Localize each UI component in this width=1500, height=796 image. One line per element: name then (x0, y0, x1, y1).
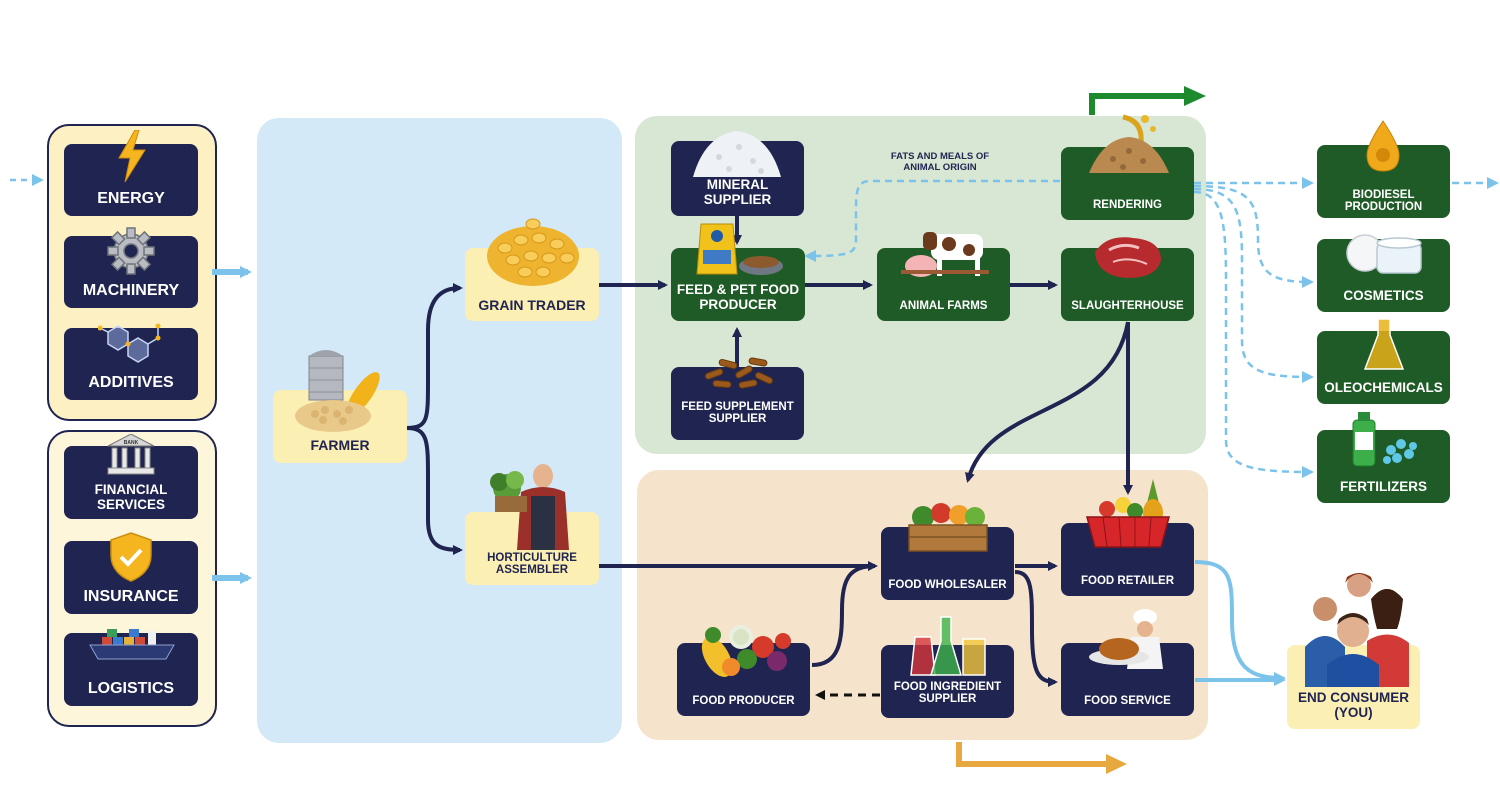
biodiesel-production-box: BIODIESEL PRODUCTION (1317, 120, 1450, 218)
food-wholesaler-box: FOOD WHOLESALER (881, 503, 1014, 600)
pet-food-bag-icon (696, 223, 783, 275)
energy-box: ENERGY (64, 130, 198, 216)
fertilizer-bottle-icon (1352, 412, 1417, 467)
farmer-box: FARMER (273, 350, 407, 463)
cargo-ship-icon (89, 629, 175, 660)
food-producer-box: FOOD PRODUCER (677, 625, 810, 716)
animal-farms-label: ANIMAL FARMS (899, 300, 988, 313)
additives-box: ADDITIVES (64, 323, 198, 400)
oil-drop-icon (1366, 120, 1400, 172)
machinery-box: MACHINERY (64, 227, 198, 308)
bank-sign-text: BANK (124, 440, 139, 446)
additives-label: ADDITIVES (88, 374, 174, 392)
food-producer-label: FOOD PRODUCER (692, 695, 795, 708)
cream-jar-icon (1346, 234, 1422, 274)
feed-pet-food-producer-box: FEED & PET FOOD PRODUCER (671, 223, 805, 321)
mineral-supplier-label: MINERAL SUPPLIER (703, 177, 772, 208)
food-service-label: FOOD SERVICE (1084, 695, 1171, 708)
food-service-box: FOOD SERVICE (1061, 609, 1194, 716)
insurance-label: INSURANCE (83, 588, 179, 606)
molecule-icon (98, 323, 161, 363)
shield-check-icon (110, 532, 152, 582)
raw-meat-icon (1095, 237, 1161, 278)
farmer-label: FARMER (310, 436, 370, 453)
logistics-label: LOGISTICS (87, 680, 175, 698)
chef-with-roast-icon (1089, 609, 1163, 669)
food-ingredient-supplier-box: FOOD INGREDIENT SUPPLIER (881, 616, 1014, 718)
grain-trader-label: GRAIN TRADER (478, 296, 586, 313)
oil-and-meal-icon (1089, 114, 1169, 173)
mineral-supplier-box: MINERAL SUPPLIER (671, 131, 804, 216)
food-retailer-box: FOOD RETAILER (1061, 479, 1194, 596)
slaughterhouse-label: SLAUGHTERHOUSE (1071, 300, 1184, 313)
energy-label: ENERGY (97, 190, 165, 208)
salt-pile-icon (693, 131, 781, 177)
feed-pet-food-producer-label: FEED & PET FOOD PRODUCER (676, 282, 800, 313)
lab-flasks-icon (910, 616, 986, 676)
fertilizers-label: FERTILIZERS (1340, 479, 1427, 495)
oleochemicals-label: OLEOCHEMICALS (1324, 380, 1443, 396)
logistics-box: LOGISTICS (64, 629, 198, 706)
cosmetics-label: COSMETICS (1343, 288, 1424, 304)
financial-services-box: BANK FINANCIAL SERVICES (64, 434, 198, 519)
end-consumer-box: END CONSUMER (YOU) (1287, 573, 1420, 729)
vegetable-assortment-icon (701, 625, 791, 677)
fats-and-meals-note: FATS AND MEALS OF ANIMAL ORIGIN (890, 151, 990, 173)
silo-with-soy-and-corn-icon (295, 350, 380, 432)
horticulture-assembler-box: HORTICULTURE ASSEMBLER (465, 464, 599, 585)
family-icon (1305, 573, 1409, 687)
lightning-icon (118, 130, 146, 182)
cow-and-pig-icon (901, 232, 989, 277)
grain-trader-box: GRAIN TRADER (465, 218, 599, 321)
gear-icon (107, 227, 155, 275)
food-ingredient-supplier-label: FOOD INGREDIENT SUPPLIER (893, 680, 1002, 706)
end-consumer-label-line2: (YOU) (1334, 705, 1373, 721)
corn-kernels-icon (487, 218, 579, 286)
feed-supplement-supplier-label: FEED SUPPLEMENT SUPPLIER (681, 400, 794, 426)
grocery-basket-icon (1086, 479, 1170, 548)
food-retailer-label: FOOD RETAILER (1080, 575, 1175, 588)
rendering-label: RENDERING (1092, 199, 1162, 212)
end-consumer-label-line1: END CONSUMER (1297, 690, 1409, 706)
rendering-box: RENDERING (1061, 114, 1194, 220)
machinery-label: MACHINERY (82, 282, 180, 300)
food-wholesaler-label: FOOD WHOLESALER (888, 579, 1007, 592)
feed-pellets-icon (704, 357, 773, 389)
animal-farms-box: ANIMAL FARMS (877, 232, 1010, 321)
financial-services-label: FINANCIAL SERVICES (94, 482, 168, 513)
bank-icon: BANK (107, 434, 155, 475)
flask-icon (1363, 318, 1405, 370)
oleochemicals-box: OLEOCHEMICALS (1317, 318, 1450, 404)
biodiesel-production-label: BIODIESEL PRODUCTION (1344, 188, 1423, 214)
feed-supplement-supplier-box: FEED SUPPLEMENT SUPPLIER (671, 357, 804, 440)
vegetable-crate-icon (908, 503, 988, 552)
farmer-with-vegetables-icon (490, 464, 569, 550)
slaughterhouse-box: SLAUGHTERHOUSE (1061, 237, 1194, 321)
insurance-box: INSURANCE (64, 532, 198, 614)
horticulture-assembler-label: HORTICULTURE ASSEMBLER (487, 551, 577, 577)
cosmetics-box: COSMETICS (1317, 234, 1450, 312)
fertilizers-box: FERTILIZERS (1317, 412, 1450, 503)
